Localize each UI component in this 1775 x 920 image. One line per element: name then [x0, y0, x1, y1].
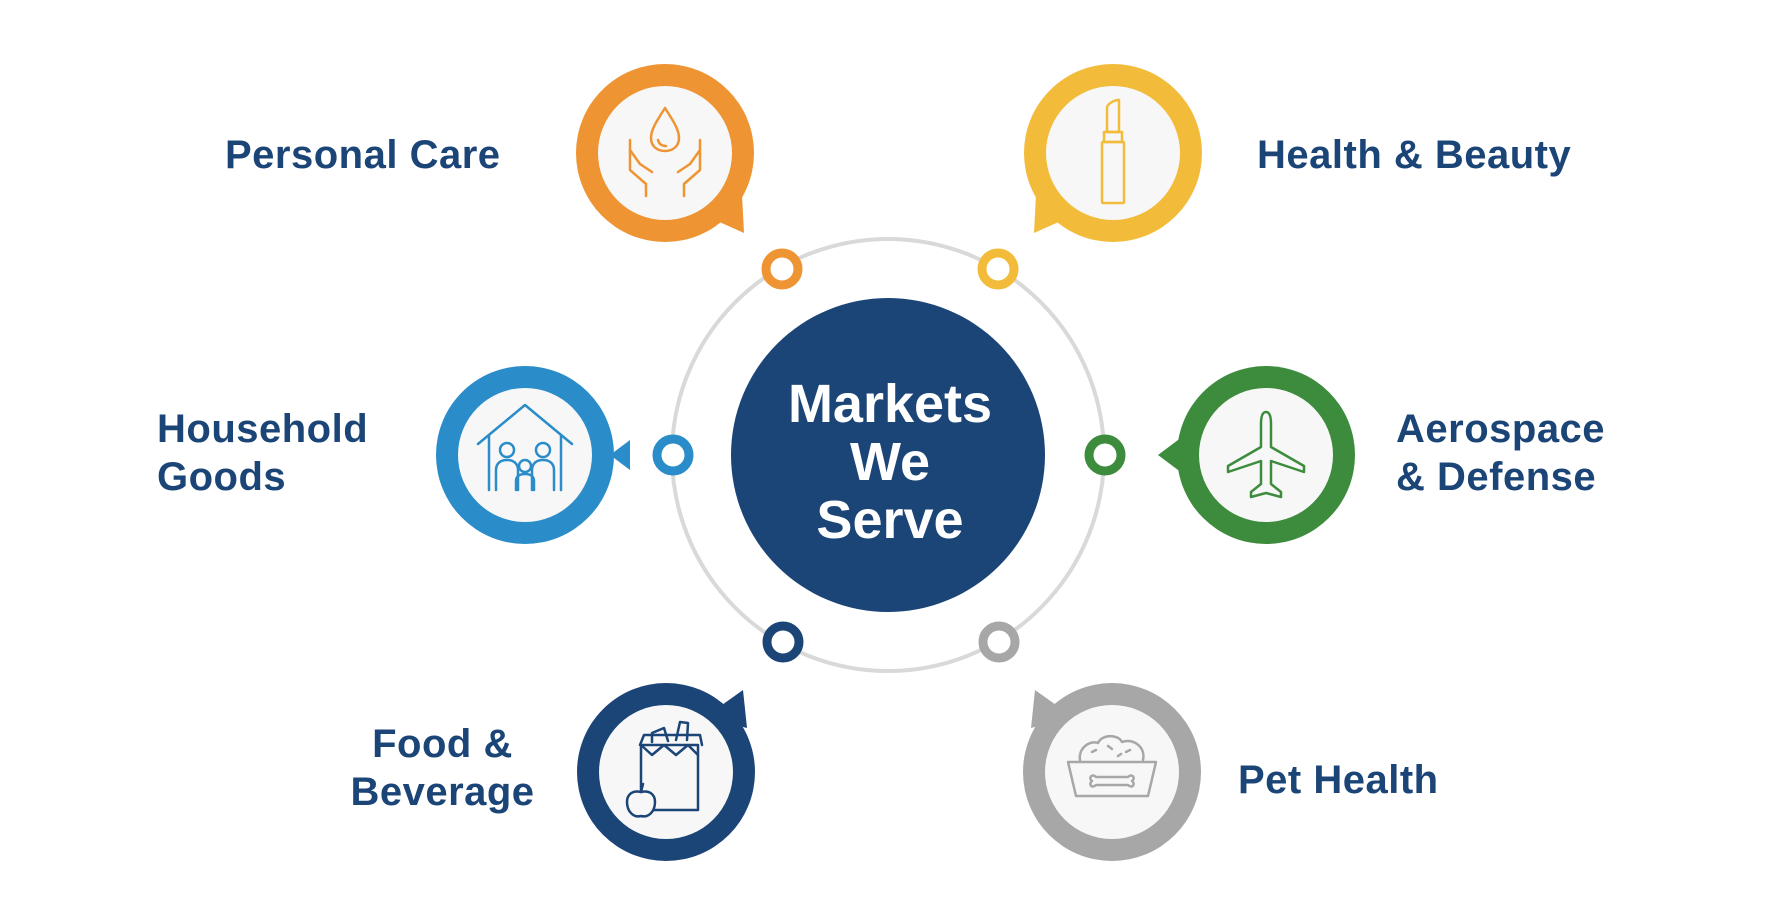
ring-node-pet-health — [978, 621, 1020, 663]
label-aerospace-defense-line-2: & Defense — [1396, 455, 1597, 499]
ring-node-food-beverage — [762, 621, 804, 663]
center-title-line-2: We — [849, 432, 931, 492]
bubble-aerospace-defense — [1158, 366, 1355, 544]
center-circle — [731, 298, 1045, 612]
label-aerospace-defense-line-1: Aerospace — [1396, 407, 1606, 451]
ring-node-aerospace-defense — [1084, 434, 1126, 476]
center-title-line-3: Serve — [816, 490, 964, 550]
label-personal-care-line-1: Personal Care — [225, 133, 501, 177]
lipstick-icon — [1100, 98, 1126, 205]
airplane-icon — [1226, 410, 1306, 499]
label-personal-care: Personal Care — [225, 131, 501, 179]
bubble-food-beverage — [577, 683, 755, 861]
center-title: Markets We Serve — [730, 375, 1050, 549]
label-food-beverage-line-2: Beverage — [350, 770, 535, 814]
label-food-beverage-line-1: Food & — [372, 722, 513, 766]
grocery-bag-icon — [625, 720, 704, 818]
house-family-icon — [476, 403, 574, 492]
label-pet-health-line-1: Pet Health — [1238, 758, 1439, 802]
label-health-beauty: Health & Beauty — [1257, 131, 1571, 179]
ring-node-health-beauty — [977, 248, 1019, 290]
bubble-personal-care — [576, 64, 754, 242]
label-household-goods-line-1: Household — [157, 407, 369, 451]
center-title-line-1: Markets — [787, 374, 993, 434]
ring-node-personal-care — [761, 248, 803, 290]
hands-water-drop-icon — [628, 106, 702, 198]
label-health-beauty-line-1: Health & Beauty — [1257, 133, 1572, 177]
bubble-pet-health — [1023, 683, 1201, 861]
label-household-goods: Household Goods — [157, 405, 368, 501]
label-household-goods-line-2: Goods — [157, 455, 287, 499]
pet-food-bowl-icon — [1066, 734, 1158, 798]
bubble-household-goods — [436, 366, 630, 544]
ring-node-household-goods — [652, 434, 694, 476]
label-aerospace-defense: Aerospace & Defense — [1396, 405, 1605, 501]
bubble-health-beauty — [1024, 64, 1202, 242]
label-food-beverage: Food & Beverage — [340, 720, 545, 816]
label-pet-health: Pet Health — [1238, 756, 1439, 804]
